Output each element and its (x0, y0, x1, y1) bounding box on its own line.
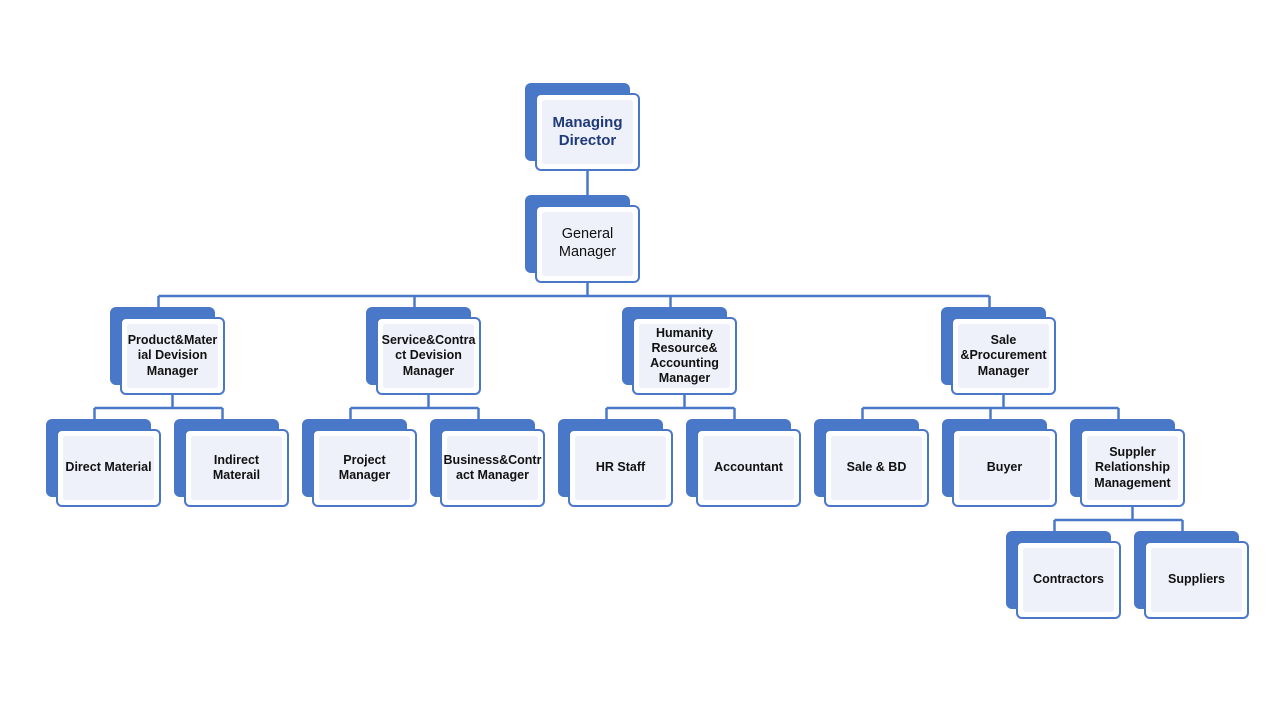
node-inner: Indirect Materail (191, 436, 282, 500)
node-inner: General Manager (542, 212, 633, 276)
node-buyer: Buyer (942, 419, 1057, 507)
node-card: Product&Mater ial Devision Manager (120, 317, 225, 395)
node-managing-director: Managing Director (525, 83, 640, 171)
node-label: General Manager (558, 226, 617, 260)
node-inner: Product&Mater ial Devision Manager (127, 324, 218, 388)
node-product-material-manager: Product&Mater ial Devision Manager (110, 307, 225, 395)
node-label: Sale &Procurement Manager (960, 333, 1047, 378)
node-suppliers: Suppliers (1134, 531, 1249, 619)
node-contractors: Contractors (1006, 531, 1121, 619)
node-inner: Suppler Relationship Management (1087, 436, 1178, 500)
node-card: Service&Contra ct Devision Manager (376, 317, 481, 395)
node-sale-bd: Sale & BD (814, 419, 929, 507)
node-inner: HR Staff (575, 436, 666, 500)
node-card: Sale & BD (824, 429, 929, 507)
node-label: Project Manager (338, 452, 391, 482)
node-card: Buyer (952, 429, 1057, 507)
node-inner: Sale &Procurement Manager (958, 324, 1049, 388)
node-direct-material: Direct Material (46, 419, 161, 507)
node-label: Humanity Resource& Accounting Manager (650, 325, 719, 386)
node-sale-procurement-manager: Sale &Procurement Manager (941, 307, 1056, 395)
node-accountant: Accountant (686, 419, 801, 507)
node-inner: Direct Material (63, 436, 154, 500)
node-inner: Project Manager (319, 436, 410, 500)
node-label: Managing Director (552, 113, 623, 149)
node-label: Business&Contr act Manager (443, 452, 542, 482)
node-card: Business&Contr act Manager (440, 429, 545, 507)
node-inner: Contractors (1023, 548, 1114, 612)
node-inner: Humanity Resource& Accounting Manager (639, 324, 730, 388)
node-card: Sale &Procurement Manager (951, 317, 1056, 395)
node-label: Sale & BD (846, 460, 907, 475)
node-inner: Service&Contra ct Devision Manager (381, 324, 476, 388)
node-label: Direct Material (65, 460, 152, 475)
node-label: Indirect Materail (212, 452, 261, 482)
node-label: Accountant (714, 460, 783, 475)
node-card: Project Manager (312, 429, 417, 507)
node-label: Buyer (986, 460, 1023, 475)
node-label: HR Staff (595, 460, 646, 475)
node-card: HR Staff (568, 429, 673, 507)
node-label: Service&Contra ct Devision Manager (381, 333, 476, 378)
node-card: Humanity Resource& Accounting Manager (632, 317, 737, 395)
node-hr-accounting-manager: Humanity Resource& Accounting Manager (622, 307, 737, 395)
node-card: General Manager (535, 205, 640, 283)
node-inner: Managing Director (542, 100, 633, 164)
node-inner: Sale & BD (831, 436, 922, 500)
node-card: Managing Director (535, 93, 640, 171)
node-card: Accountant (696, 429, 801, 507)
node-card: Direct Material (56, 429, 161, 507)
node-inner: Business&Contr act Manager (444, 436, 541, 500)
node-label: Suppler Relationship Management (1094, 445, 1171, 490)
node-service-contract-manager: Service&Contra ct Devision Manager (366, 307, 481, 395)
node-indirect-material: Indirect Materail (174, 419, 289, 507)
node-label: Product&Mater ial Devision Manager (127, 333, 218, 378)
node-card: Suppliers (1144, 541, 1249, 619)
node-card: Contractors (1016, 541, 1121, 619)
node-business-contract-manager: Business&Contr act Manager (430, 419, 545, 507)
node-general-manager: General Manager (525, 195, 640, 283)
node-project-manager: Project Manager (302, 419, 417, 507)
node-supplier-relationship: Suppler Relationship Management (1070, 419, 1185, 507)
node-inner: Buyer (959, 436, 1050, 500)
node-card: Indirect Materail (184, 429, 289, 507)
node-inner: Suppliers (1151, 548, 1242, 612)
node-label: Suppliers (1168, 572, 1225, 587)
node-label: Contractors (1033, 572, 1104, 587)
node-card: Suppler Relationship Management (1080, 429, 1185, 507)
node-hr-staff: HR Staff (558, 419, 673, 507)
node-inner: Accountant (703, 436, 794, 500)
